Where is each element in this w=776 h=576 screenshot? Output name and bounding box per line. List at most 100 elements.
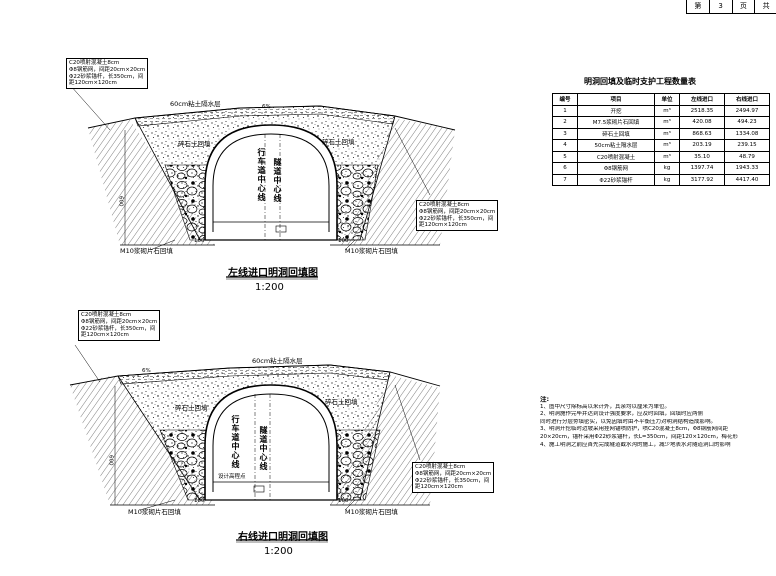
cell: Φ8钢筋网 — [577, 162, 655, 175]
cell: 420.08 — [679, 116, 725, 129]
lower-gravel-right-label: 碎石土回填 — [325, 398, 358, 406]
note-item: 1、图中尺寸除标高以米计外，其余均以厘米为单位。 — [540, 403, 671, 410]
cell: 35.10 — [679, 150, 725, 163]
cell: 2518.35 — [679, 104, 725, 117]
cell: 3 — [552, 127, 578, 140]
lower-tunnel-centerline-label: 隧道中心线 — [259, 426, 268, 471]
note-item: 3、明洞开挖临时边坡采用挂网锚喷防护，喷C20混凝土8cm，Φ8钢筋网间距 — [540, 426, 729, 433]
lower-tunnel-lining-inner — [212, 393, 330, 492]
cell: m³ — [654, 104, 680, 117]
upper-tunnel-centerline-label: 隧道中心线 — [273, 158, 282, 203]
callout-line: Φ8钢筋网，间距20cm×20cm — [81, 318, 158, 325]
cell: m³ — [654, 116, 680, 129]
th-right: 右线进口 — [724, 93, 770, 106]
upper-backfill-right-label: M10浆砌片石回填 — [345, 247, 398, 255]
cell: 203.19 — [679, 139, 725, 152]
th-left: 左线进口 — [679, 93, 725, 106]
cell: 1397.74 — [679, 162, 725, 175]
cell: 50cm粘土隔水层 — [577, 139, 655, 152]
cell: m³ — [654, 139, 680, 152]
upper-scale: 1:200 — [255, 282, 284, 293]
cell: kg — [654, 162, 680, 175]
cell: 239.15 — [724, 139, 770, 152]
upper-title: 左线进口明洞回填图 — [228, 268, 318, 279]
cell: 1943.33 — [724, 162, 770, 175]
table-title: 明洞回填及临时支护工程数量表 — [584, 77, 696, 86]
callout-line: Φ8钢筋网，间距20cm×20cm — [419, 208, 496, 215]
cell: Φ22砂浆锚杆 — [577, 173, 655, 186]
cell: 7 — [552, 173, 578, 186]
cell: 开挖 — [577, 104, 655, 117]
callout-line: 距120cm×120cm — [81, 332, 129, 339]
table-header-row: 编号 项目 单位 左线进口 右线进口 — [552, 93, 770, 106]
upper-callout-right: C20喷射混凝土8cm Φ8钢筋网，间距20cm×20cm Φ22砂浆锚杆，长3… — [416, 200, 499, 232]
lower-gravel-left-label: 碎石土回填 — [175, 404, 208, 412]
lower-clay-layer — [117, 364, 391, 385]
note-item: 4、施工明洞之前应首先完成隧道截水沟的施工，减少地表水对隧道洞口的影响 — [540, 441, 731, 448]
cell: 1 — [552, 104, 578, 117]
callout-line: 距120cm×120cm — [419, 222, 467, 229]
upper-waterproof-label: 60cm粘土隔水层 — [170, 100, 221, 108]
callout-line: Φ22砂浆锚杆，长350cm，间 — [69, 73, 144, 80]
upper-lane-centerline-label: 行车道中心线 — [257, 148, 266, 202]
callout-line: C20喷射混凝土8cm — [419, 202, 470, 208]
cell: 2494.97 — [724, 104, 770, 117]
cell: 868.63 — [679, 127, 725, 140]
th-unit: 单位 — [654, 93, 680, 106]
upper-gravel-right-label: 碎石土回填 — [322, 138, 355, 146]
lower-dim-left: 100 — [194, 498, 205, 504]
callout-line: C20喷射混凝土8cm — [81, 312, 132, 318]
callout-line: Φ8钢筋网，间距20cm×20cm — [69, 66, 146, 73]
cell: 48.79 — [724, 150, 770, 163]
cell: kg — [654, 173, 680, 186]
page-label-a: 第 — [687, 0, 710, 13]
callout-line: Φ8钢筋网，间距20cm×20cm — [415, 470, 492, 477]
upper-callout-left: C20喷射混凝土8cm Φ8钢筋网，间距20cm×20cm Φ22砂浆锚杆，长3… — [66, 58, 149, 90]
note-item: 20×20cm，锚杆采用Φ22砂浆锚杆，长L=350cm，间距120×120cm… — [540, 433, 738, 440]
lower-lane-centerline-label: 行车道中心线 — [231, 415, 240, 469]
upper-dim-height: 600 — [117, 196, 124, 207]
callout-line: Φ22砂浆锚杆，长350cm，间 — [415, 477, 490, 484]
page-label-c: 共 — [762, 2, 770, 10]
cell: 碎石土回填 — [577, 127, 655, 140]
lower-dim-height: 600 — [107, 455, 114, 466]
lower-waterproof-label: 60cm粘土隔水层 — [252, 357, 303, 365]
lower-backfill-right-label: M10浆砌片石回填 — [345, 508, 398, 516]
cell: 5 — [552, 150, 578, 163]
upper-clay-layer — [134, 105, 396, 127]
callout-line: C20喷射混凝土8cm — [415, 464, 466, 470]
cell: 4417.40 — [724, 173, 770, 186]
note-item: 同时进行分层夯填密实，以免因填时由不平衡压力对明洞结构造成影响。 — [540, 418, 717, 425]
lower-callout-right: C20喷射混凝土8cm Φ8钢筋网，间距20cm×20cm Φ22砂浆锚杆，长3… — [412, 462, 495, 494]
cell: 494.23 — [724, 116, 770, 129]
cell: 4 — [552, 139, 578, 152]
upper-tunnel-lining-outer — [204, 124, 338, 240]
lower-section — [69, 344, 441, 511]
cell: 2 — [552, 116, 578, 129]
lower-tunnel-lining-outer — [204, 384, 338, 500]
lower-backfill-left-label: M10浆砌片石回填 — [128, 508, 181, 516]
upper-dim-left: 100 — [194, 238, 205, 244]
page-number-box: 第 3 页 共 — [686, 0, 776, 14]
cell: m³ — [654, 150, 680, 163]
cell: m³ — [654, 127, 680, 140]
page-label-b: 页 — [733, 0, 756, 13]
upper-dim-right: 100 — [338, 238, 349, 244]
upper-gravel-left-label: 碎石土回填 — [178, 140, 211, 148]
lower-dim-right: 100 — [338, 498, 349, 504]
upper-backfill-left-label: M10浆砌片石回填 — [120, 247, 173, 255]
lower-title: 右线进口明洞回填图 — [238, 532, 328, 543]
cell: 1334.08 — [724, 127, 770, 140]
notes-heading: 注: — [540, 396, 550, 403]
callout-line: 距120cm×120cm — [415, 484, 463, 491]
callout-line: Φ22砂浆锚杆，长350cm，间 — [81, 325, 156, 332]
callout-line: Φ22砂浆锚杆，长350cm，间 — [419, 215, 494, 222]
page-number: 3 — [710, 0, 733, 13]
